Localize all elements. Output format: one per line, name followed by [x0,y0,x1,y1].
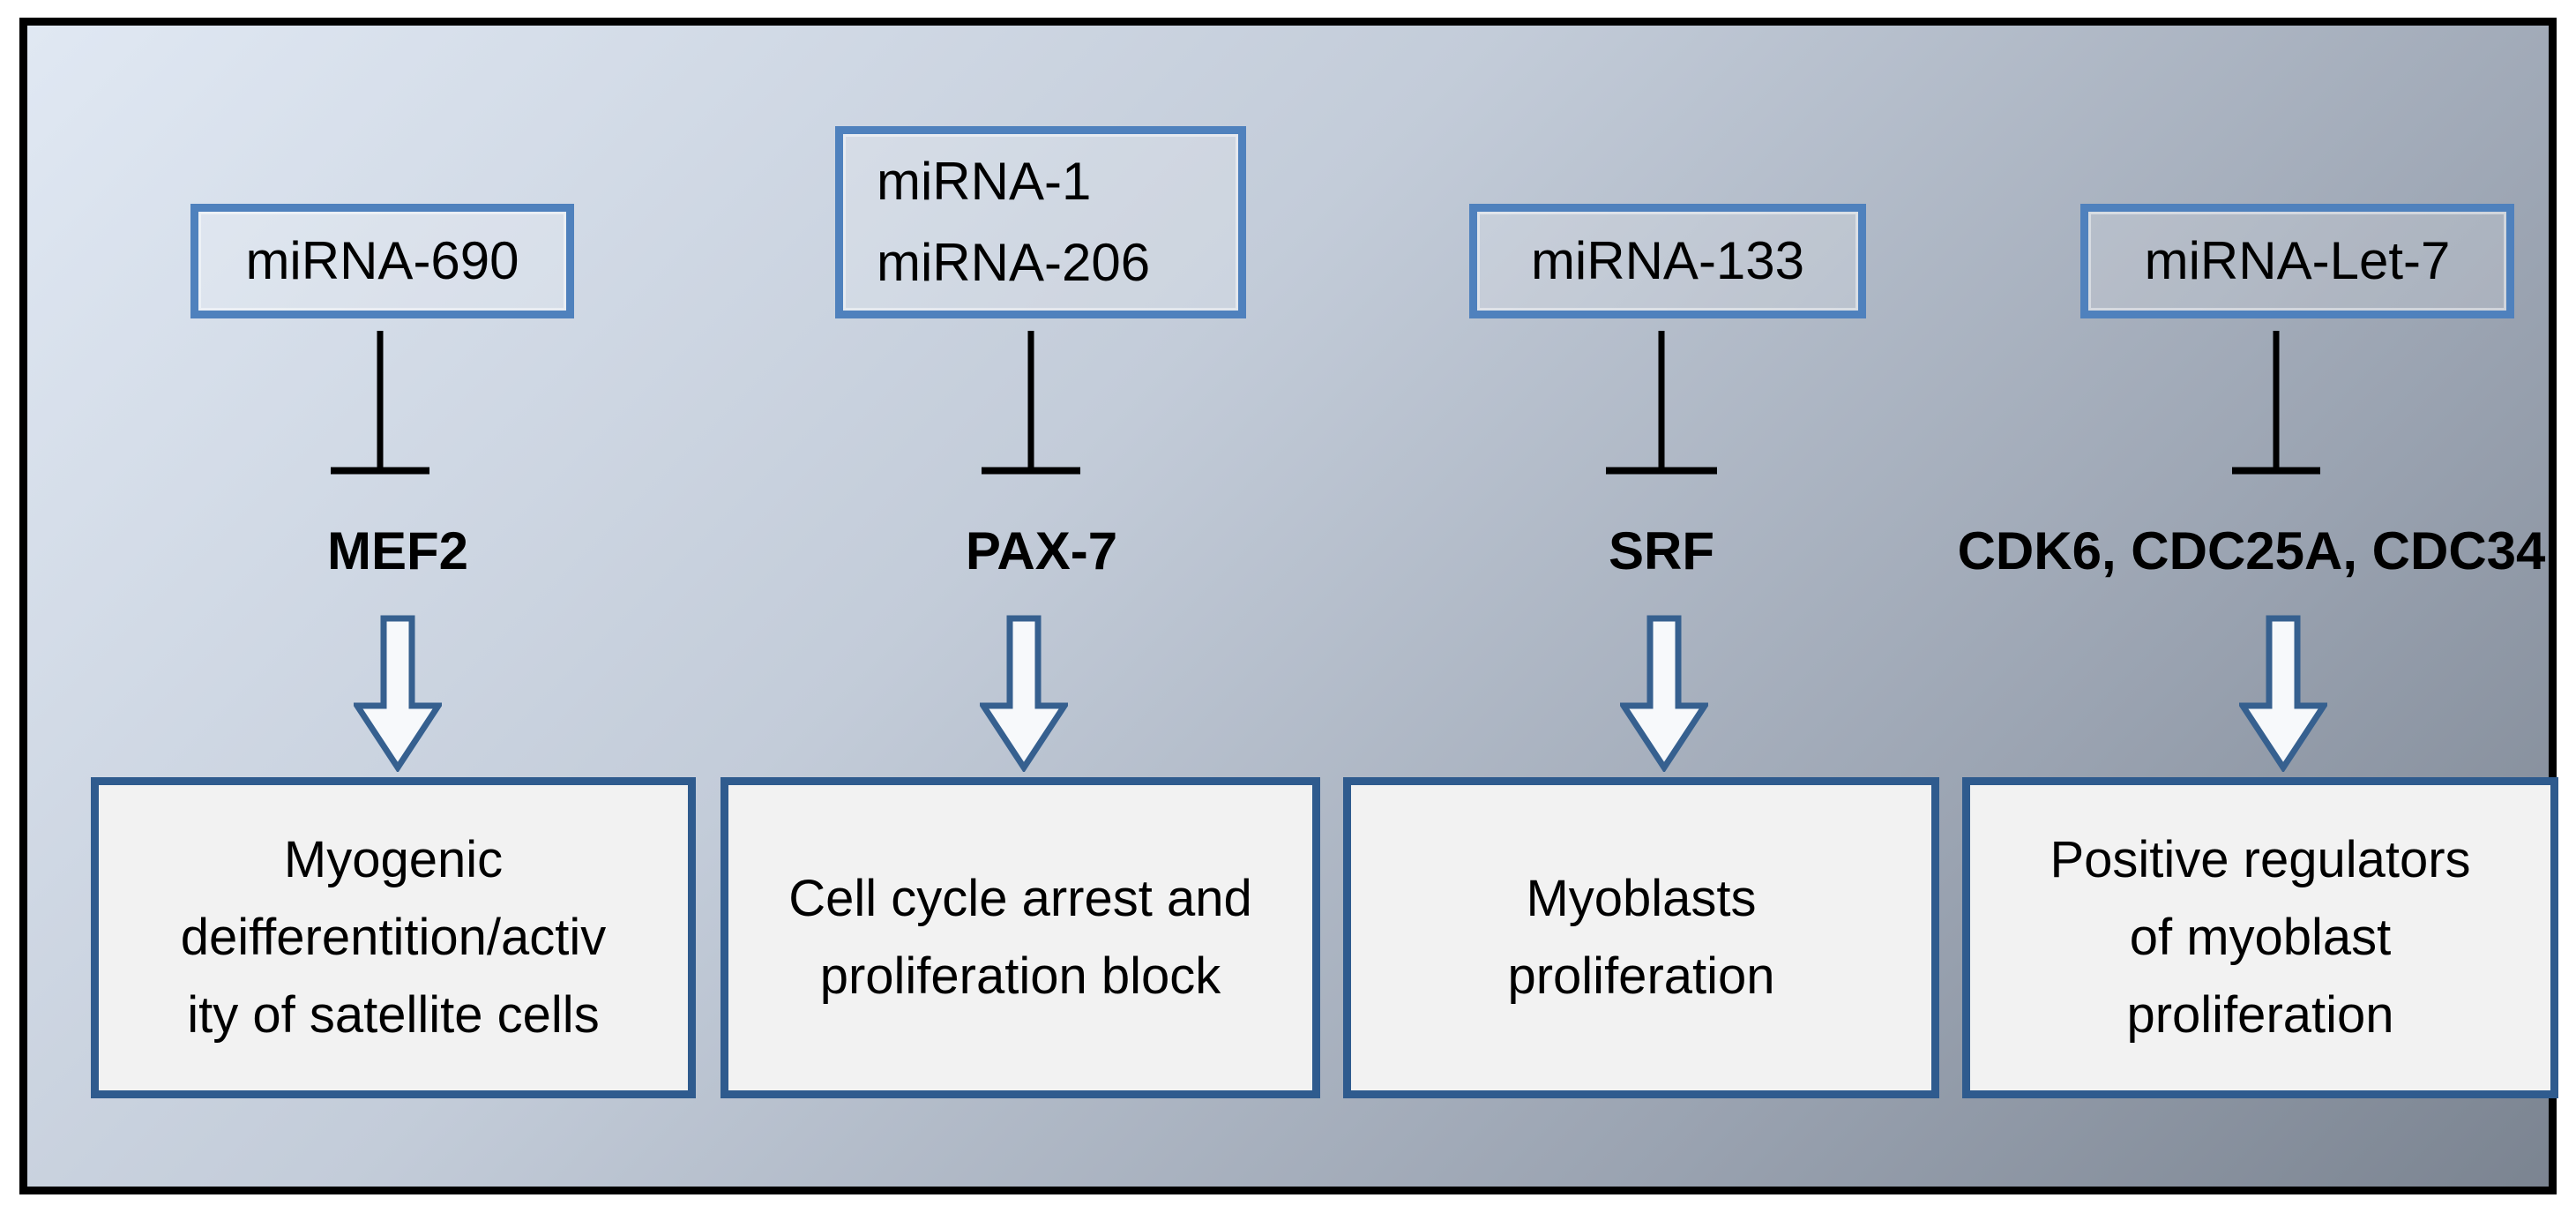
target-gene-label: CDK6, CDC25A, CDC34 [1957,521,2546,580]
down-block-arrow-icon [354,615,442,772]
outcome-box: Positive regulators of myoblast prolifer… [1962,777,2558,1098]
mirna-box-mirna-133: miRNA-133 [1469,204,1866,318]
mirna-box-mirna-let-7: miRNA-Let-7 [2080,204,2514,318]
down-block-arrow-icon [1620,615,1708,772]
outcome-box-label: Cell cycle arrest and proliferation bloc… [788,870,1252,1005]
target-gene-label: MEF2 [326,521,469,580]
down-block-arrow-icon [2239,615,2327,772]
outcome-box: Cell cycle arrest and proliferation bloc… [721,777,1320,1098]
mirna-box-mirna-690: miRNA-690 [190,204,574,318]
target-gene-label: SRF [1609,521,1714,580]
tbar-inhibition-icon [1606,331,1717,475]
diagram-frame: miRNA-690 MEF2 Myogenic deifferentition/… [19,18,2558,1194]
mirna-box-label: miRNA-133 [1530,231,1805,290]
down-block-arrow-icon [980,615,1068,772]
tbar-inhibition-icon [2232,331,2320,475]
outcome-box-label: Myoblasts proliferation [1507,870,1775,1005]
mirna-box-label: miRNA-1 miRNA-206 [877,152,1151,292]
outcome-box-label: Myogenic deifferentition/activ ity of sa… [180,831,607,1044]
outcome-box-label: Positive regulators of myoblast prolifer… [2050,831,2471,1044]
mirna-box-label: miRNA-690 [245,231,519,290]
mirna-box-mirna-1-206: miRNA-1 miRNA-206 [835,126,1246,318]
outcome-box: Myoblasts proliferation [1343,777,1939,1098]
tbar-inhibition-icon [331,331,429,475]
outcome-box: Myogenic deifferentition/activ ity of sa… [91,777,696,1098]
mirna-box-label: miRNA-Let-7 [2144,231,2451,290]
target-gene-label: PAX-7 [965,521,1118,580]
tbar-inhibition-icon [982,331,1080,475]
